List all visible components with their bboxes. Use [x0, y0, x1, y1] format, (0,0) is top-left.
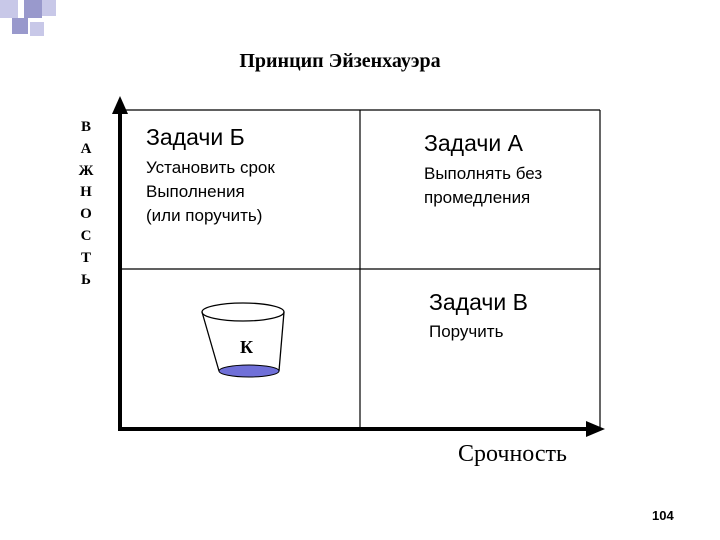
quadrant-a-line: Выполнять без: [424, 164, 543, 183]
x-axis-arrow: [586, 421, 605, 437]
quadrant-b-title: Задачи Б: [146, 124, 245, 150]
quadrant-a-line: промедления: [424, 188, 531, 207]
quadrant-b-line: Установить срок: [146, 158, 275, 177]
quadrant-v-text: Поручить: [429, 320, 503, 344]
bucket-icon: [201, 302, 285, 378]
y-axis-letter: О: [80, 206, 92, 223]
decor-square: [30, 22, 44, 36]
y-axis-letter: А: [80, 140, 92, 157]
x-axis-label: Срочность: [458, 441, 567, 467]
quadrant-b-text: Установить срок Выполнения (или поручить…: [146, 156, 275, 228]
quadrant-b-line: Выполнения: [146, 182, 245, 201]
y-axis-letter: Т: [80, 249, 91, 266]
quadrant-b-line: (или поручить): [146, 206, 263, 225]
decor-square: [0, 0, 18, 18]
y-axis-letter: Ж: [78, 162, 94, 179]
y-axis-letter: С: [80, 227, 92, 244]
y-axis-letter: В: [80, 119, 91, 135]
decor-squares: [0, 0, 60, 45]
quadrant-v-title: Задачи В: [429, 289, 528, 315]
decor-square: [24, 0, 42, 18]
decor-square: [42, 0, 56, 16]
quadrant-a-title: Задачи А: [424, 130, 523, 156]
y-axis-letter: Ь: [81, 271, 91, 288]
quadrant-v-line: Поручить: [429, 322, 504, 341]
bucket-label: К: [240, 337, 254, 357]
y-axis-arrow: [112, 96, 128, 114]
y-axis-label: В А Ж Н О С Т Ь: [74, 117, 98, 291]
quadrant-a-text: Выполнять без промедления: [424, 162, 542, 210]
diagram-title: Принцип Эйзенхауэра: [239, 50, 441, 72]
page-number: 104: [652, 508, 674, 523]
y-axis-letter: Н: [80, 184, 92, 201]
decor-square: [12, 18, 28, 34]
